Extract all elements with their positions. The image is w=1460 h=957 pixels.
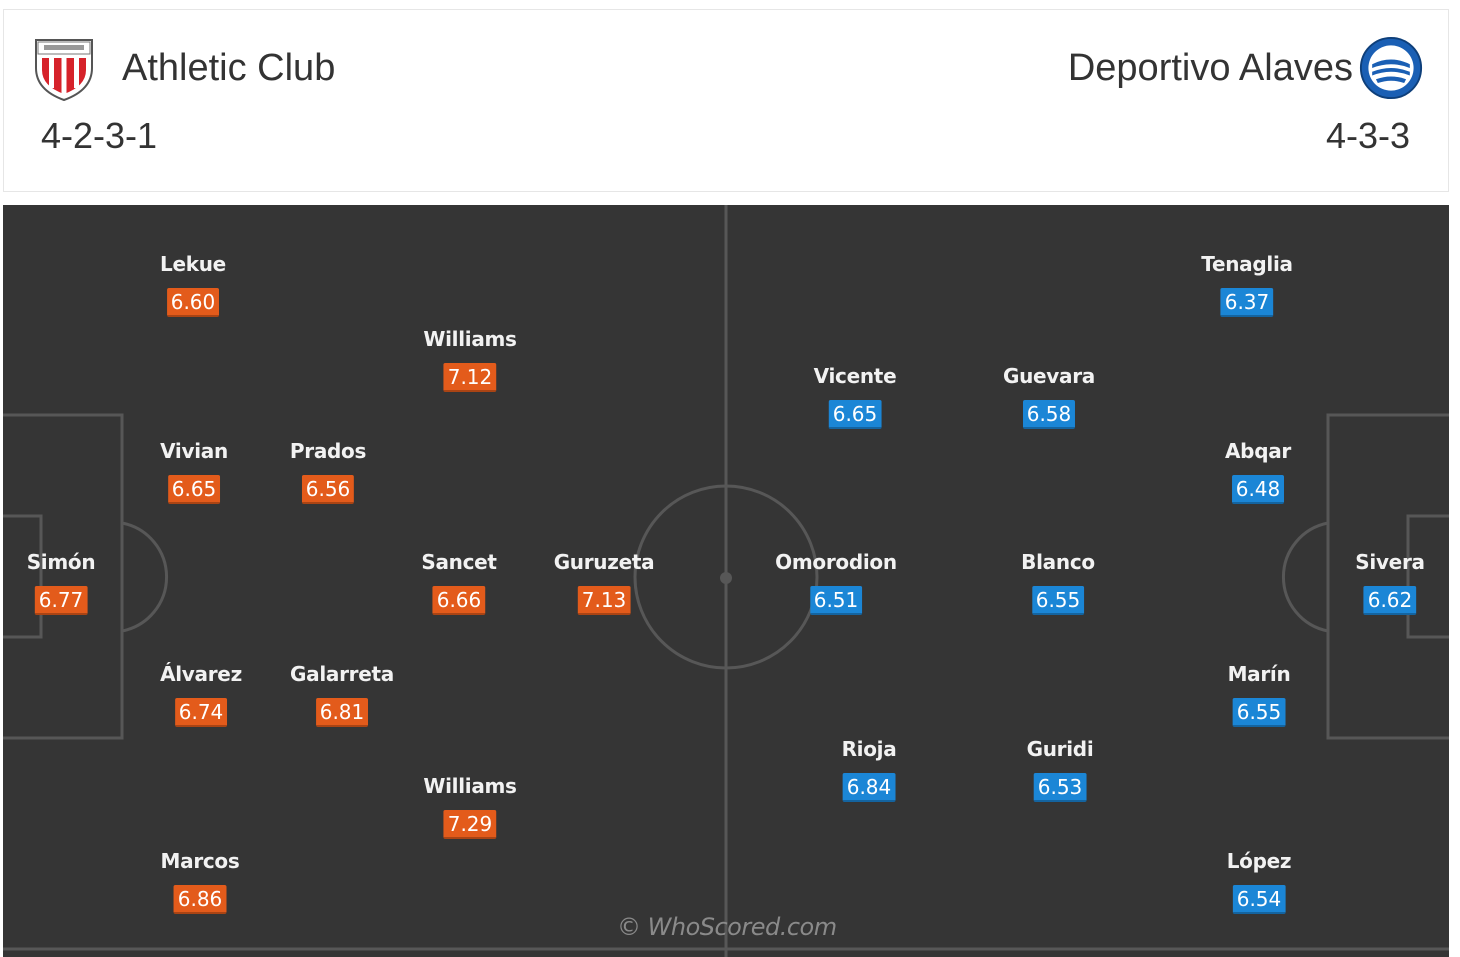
- player-rating: 6.62: [1363, 586, 1417, 615]
- player-rating: 7.29: [443, 810, 497, 839]
- player-name: Simón: [26, 550, 96, 574]
- player-rating: 6.77: [34, 586, 88, 615]
- home-player[interactable]: Lekue 6.60: [160, 252, 226, 317]
- player-name: Marín: [1227, 662, 1291, 686]
- away-team-name: Deportivo Alaves: [1067, 46, 1353, 89]
- player-name: Sivera: [1355, 550, 1425, 574]
- home-player[interactable]: Williams 7.12: [423, 327, 517, 392]
- home-player[interactable]: Simón 6.77: [27, 550, 96, 615]
- player-name: Rioja: [841, 737, 897, 761]
- home-player[interactable]: Marcos 6.86: [161, 849, 240, 914]
- player-name: Vicente: [813, 364, 897, 388]
- player-rating: 6.81: [315, 698, 369, 727]
- player-rating: 6.86: [173, 885, 227, 914]
- player-rating: 6.48: [1231, 475, 1285, 504]
- deportivo-alaves-crest-icon: [1359, 36, 1423, 100]
- player-name: Lekue: [160, 252, 226, 276]
- home-team-name: Athletic Club: [122, 46, 336, 89]
- home-player[interactable]: Prados 6.56: [290, 439, 366, 504]
- player-rating: 6.55: [1031, 586, 1085, 615]
- away-player[interactable]: Omorodion 6.51: [775, 550, 897, 615]
- player-rating: 6.84: [842, 773, 896, 802]
- player-rating: 6.56: [301, 475, 355, 504]
- player-name: Galarreta: [290, 662, 394, 686]
- home-player[interactable]: Galarreta 6.81: [290, 662, 394, 727]
- player-rating: 6.65: [828, 400, 882, 429]
- away-player[interactable]: Rioja 6.84: [842, 737, 897, 802]
- player-rating: 7.12: [443, 363, 497, 392]
- player-rating: 6.60: [166, 288, 220, 317]
- player-name: Guevara: [1002, 364, 1096, 388]
- away-team[interactable]: Deportivo Alaves: [1068, 34, 1423, 102]
- player-name: Guridi: [1026, 737, 1094, 761]
- away-player[interactable]: Guevara 6.58: [1003, 364, 1095, 429]
- pitch: Lekue 6.60 Williams 7.12 Vivian 6.65 Pra…: [3, 205, 1449, 957]
- player-rating: 6.66: [432, 586, 486, 615]
- away-player[interactable]: Blanco 6.55: [1021, 550, 1095, 615]
- player-name: Álvarez: [160, 662, 242, 686]
- player-name: Williams: [423, 774, 517, 798]
- home-formation: 4-2-3-1: [41, 115, 158, 156]
- player-name: Vivian: [160, 439, 228, 463]
- away-player[interactable]: López 6.54: [1227, 849, 1292, 914]
- match-header: Athletic Club 4-2-3-1 Deportivo Alaves 4…: [3, 9, 1449, 192]
- whoscored-watermark: © WhoScored.com: [617, 913, 837, 941]
- player-name: Marcos: [160, 849, 240, 873]
- player-name: López: [1226, 849, 1292, 873]
- player-rating: 6.37: [1220, 288, 1274, 317]
- player-rating: 6.51: [809, 586, 863, 615]
- player-rating: 6.54: [1232, 885, 1286, 914]
- home-player[interactable]: Sancet 6.66: [421, 550, 497, 615]
- home-team[interactable]: Athletic Club: [32, 34, 335, 102]
- player-rating: 6.65: [167, 475, 221, 504]
- home-player[interactable]: Vivian 6.65: [160, 439, 228, 504]
- player-name: Guruzeta: [553, 550, 655, 574]
- player-name: Prados: [289, 439, 367, 463]
- player-name: Williams: [423, 327, 517, 351]
- away-player[interactable]: Abqar 6.48: [1225, 439, 1291, 504]
- player-name: Omorodion: [775, 550, 897, 574]
- player-name: Blanco: [1021, 550, 1095, 574]
- home-player[interactable]: Álvarez 6.74: [160, 662, 242, 727]
- away-player[interactable]: Marín 6.55: [1228, 662, 1291, 727]
- player-rating: 6.55: [1232, 698, 1286, 727]
- home-player[interactable]: Williams 7.29: [423, 774, 517, 839]
- away-player[interactable]: Sivera 6.62: [1355, 550, 1425, 615]
- player-name: Sancet: [421, 550, 497, 574]
- away-player[interactable]: Tenaglia 6.37: [1201, 252, 1293, 317]
- player-name: Tenaglia: [1201, 252, 1293, 276]
- player-rating: 6.58: [1022, 400, 1076, 429]
- away-player[interactable]: Guridi 6.53: [1027, 737, 1094, 802]
- player-name: Abqar: [1225, 439, 1291, 463]
- away-player[interactable]: Vicente 6.65: [814, 364, 897, 429]
- pitch-markings: [3, 205, 1449, 957]
- athletic-club-crest-icon: [35, 39, 93, 102]
- away-formation: 4-3-3: [1325, 115, 1410, 156]
- home-player[interactable]: Guruzeta 7.13: [554, 550, 655, 615]
- player-rating: 7.13: [577, 586, 631, 615]
- player-rating: 6.74: [174, 698, 228, 727]
- player-rating: 6.53: [1033, 773, 1087, 802]
